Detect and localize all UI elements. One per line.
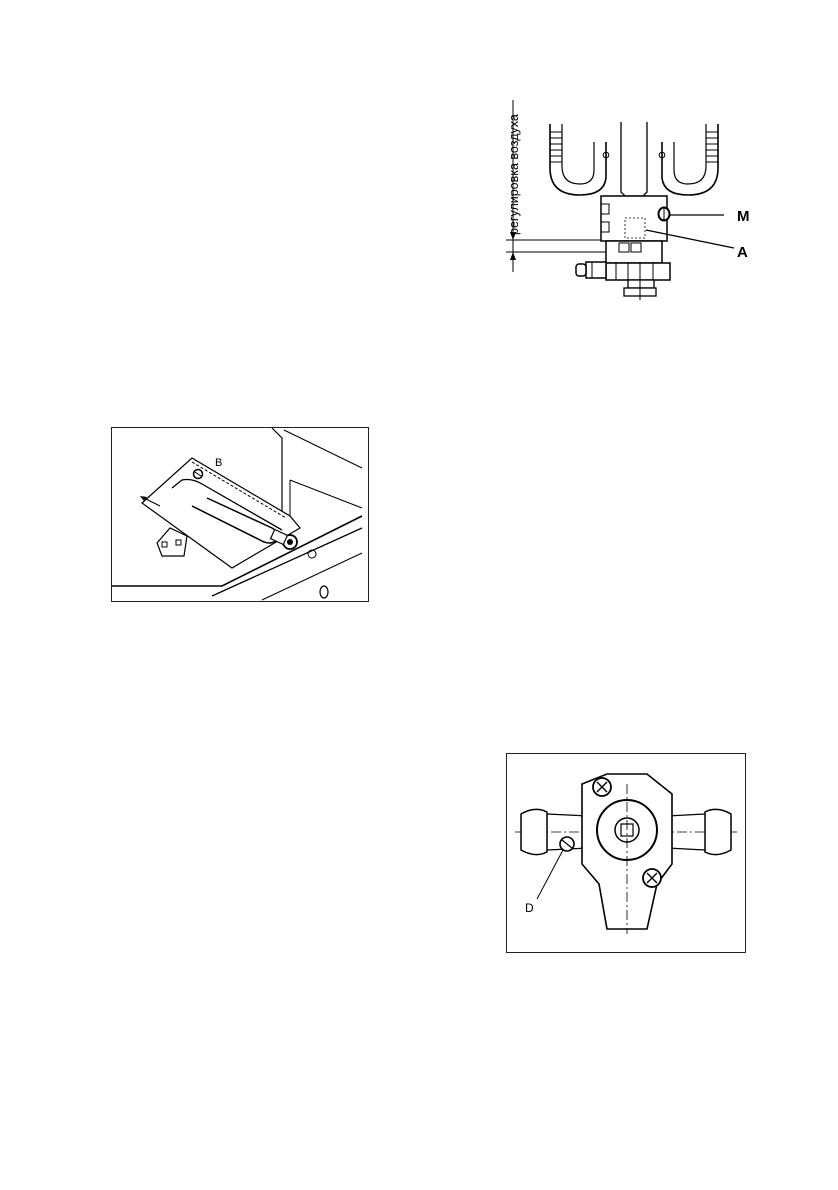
burner-air-adjustment-figure: регулировка воздуха M: [488, 100, 778, 312]
burner-diagram: регулировка воздуха M: [488, 100, 778, 312]
label-m: M: [737, 208, 750, 225]
valve-figure: D: [506, 753, 746, 953]
label-d: D: [525, 901, 534, 915]
valve-diagram: D: [507, 754, 744, 951]
tray-element-figure: B: [111, 427, 369, 602]
label-b: B: [215, 457, 222, 469]
air-adjustment-caption: регулировка воздуха: [507, 114, 521, 235]
label-a: A: [737, 244, 748, 261]
tray-diagram: B: [112, 428, 367, 600]
